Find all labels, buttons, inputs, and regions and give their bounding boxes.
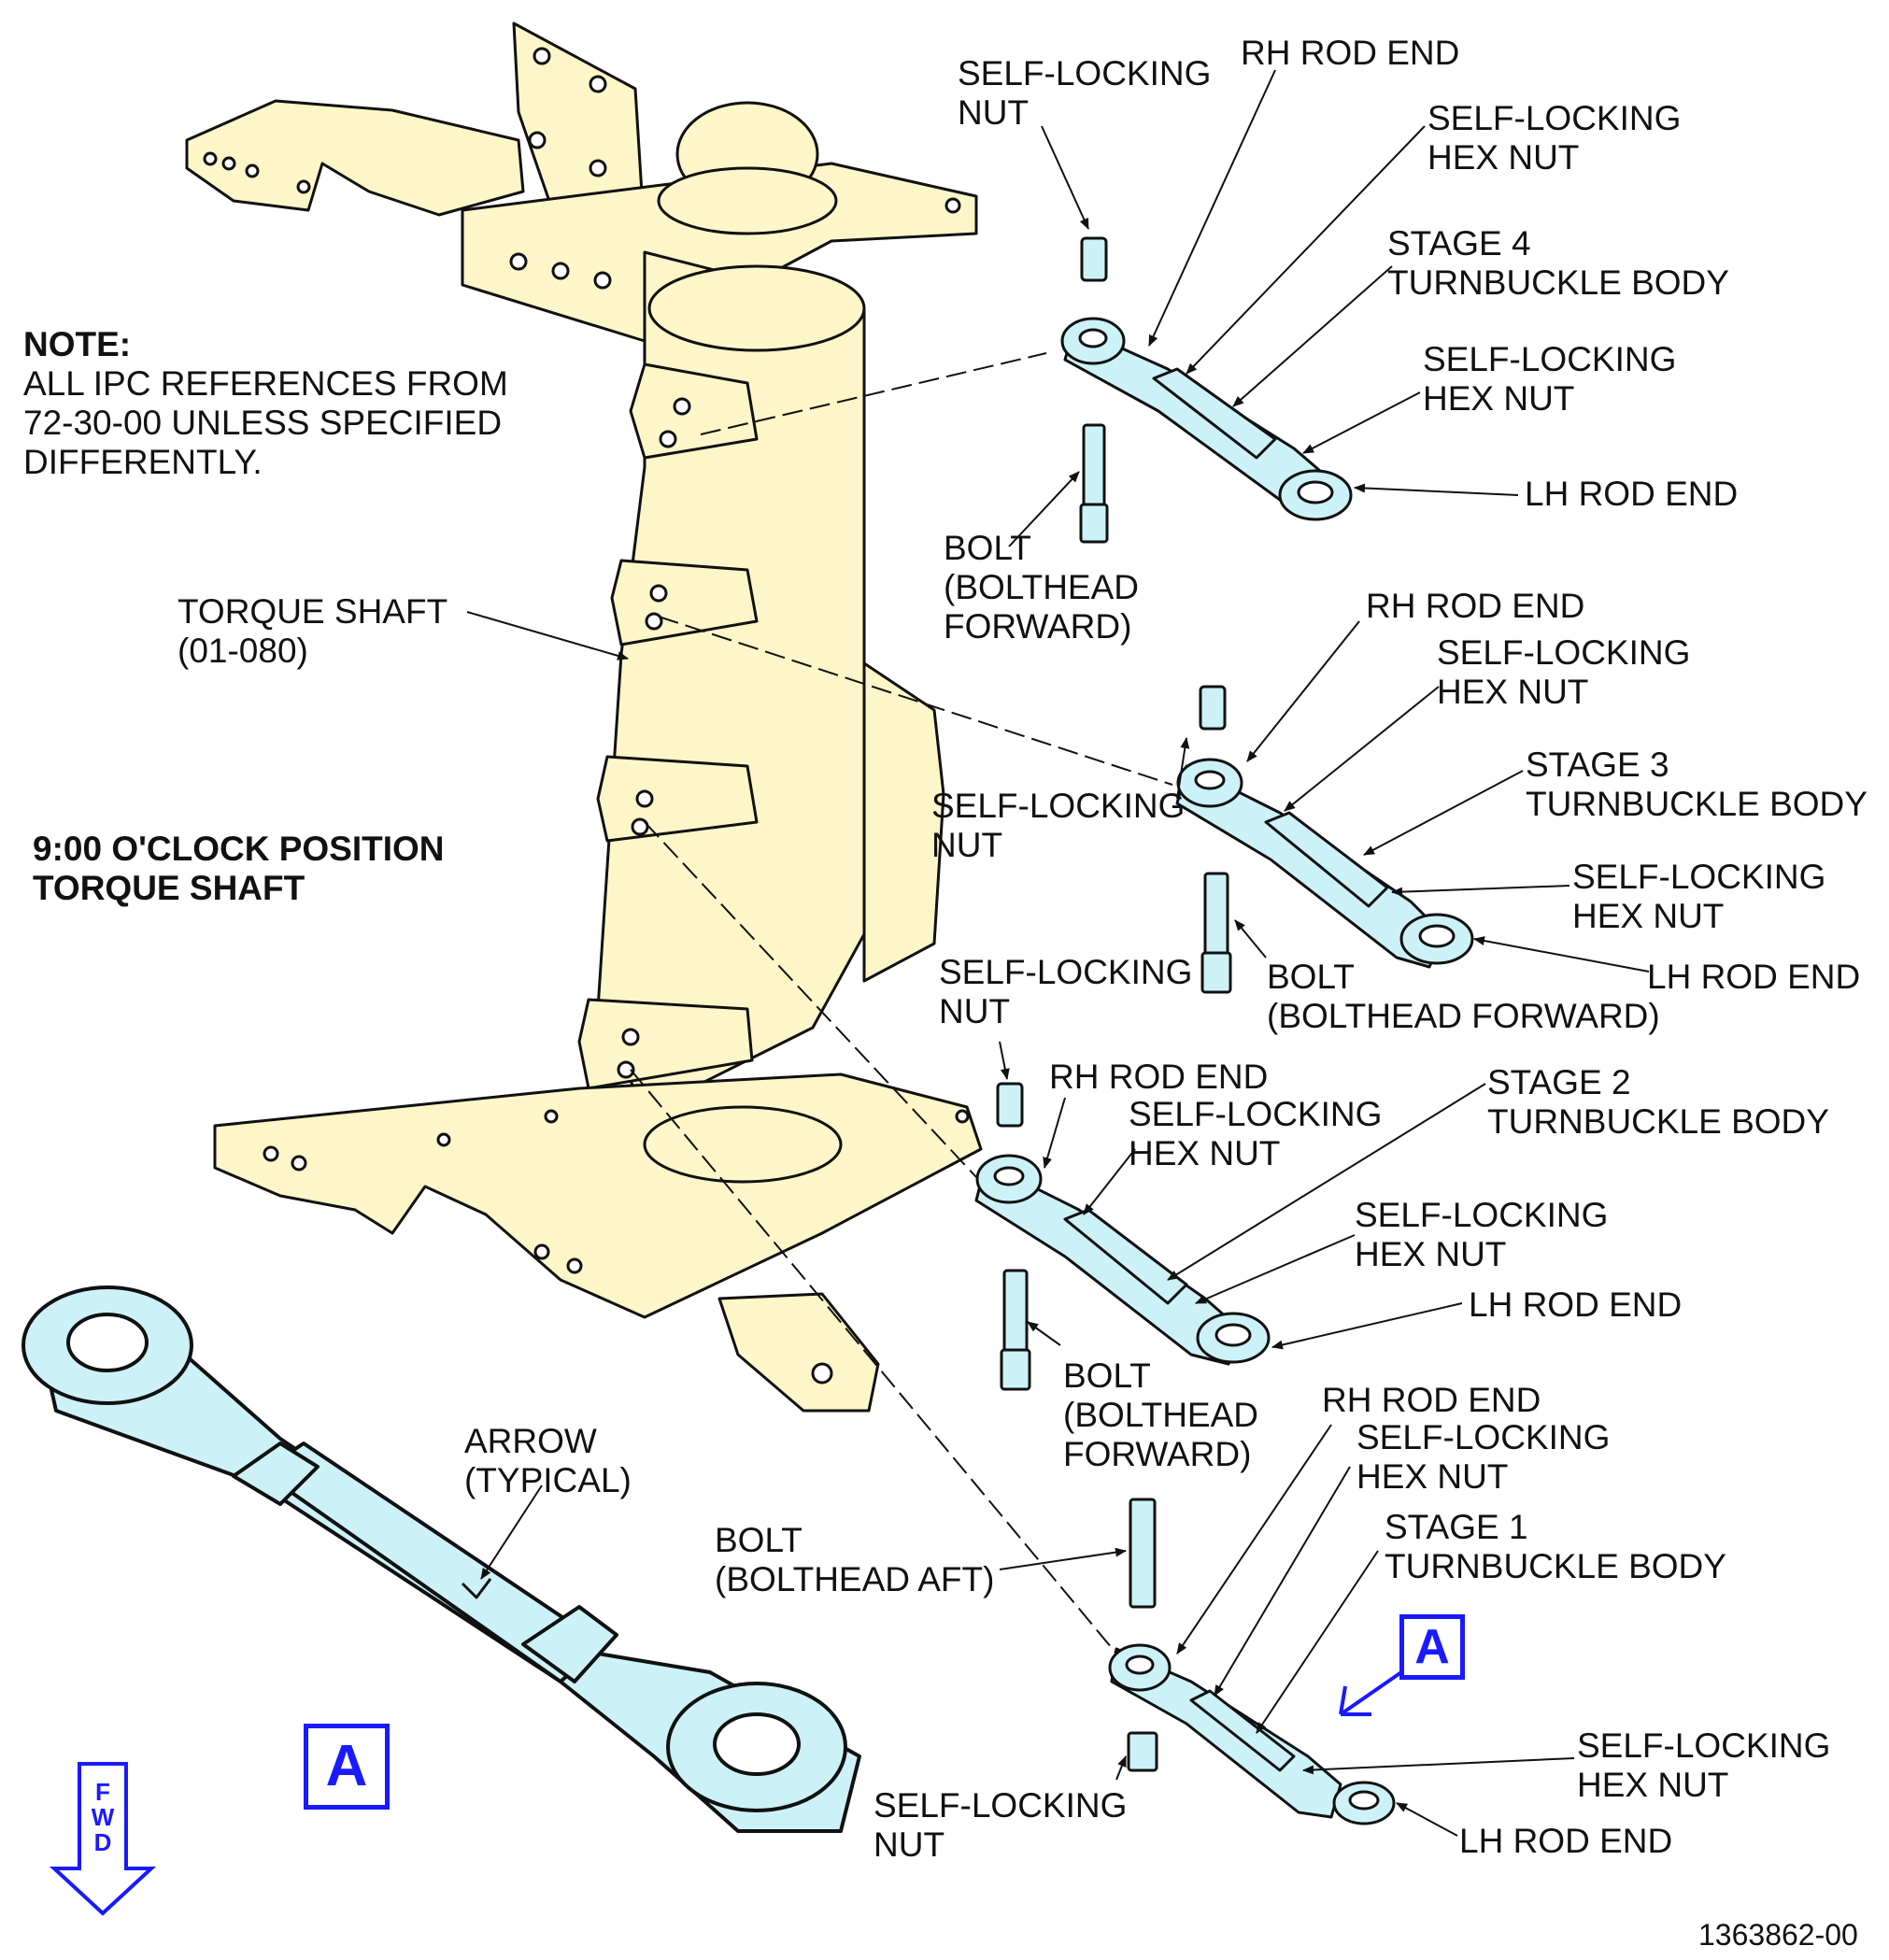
stage4-hex-nut-lh: SELF-LOCKING HEX NUT [1423, 340, 1677, 418]
lug-stage1 [577, 998, 754, 1090]
stage4-bolt: BOLT (BOLTHEAD FORWARD) [944, 529, 1140, 646]
stage4-turnbuckle-assembly [1060, 236, 1353, 544]
note-body: ALL IPC REFERENCES FROM 72-30-00 UNLESS … [23, 364, 508, 481]
upper-left-arm [185, 99, 525, 217]
view-a-callout: A [1399, 1614, 1465, 1680]
stage3-hex-nut-rh: SELF-LOCKING HEX NUT [1437, 633, 1691, 711]
view-a-arrow [1339, 1670, 1403, 1716]
stage2-lh-rod-end: LH ROD END [1469, 1285, 1683, 1324]
fwd-label: F W D [91, 1778, 115, 1856]
stage1-bolt: BOLT (BOLTHEAD AFT) [715, 1521, 995, 1598]
detail-a-rod [21, 1285, 861, 1833]
fwd-arrow-icon [49, 1762, 157, 1916]
lower-hook [717, 1292, 880, 1413]
torque-shaft-label: TORQUE SHAFT (01-080) [178, 592, 448, 670]
rod-assemblies [974, 236, 1474, 1825]
side-bracket [862, 661, 945, 983]
lower-base-plate [213, 1072, 983, 1319]
stage4-hex-nut-rh: SELF-LOCKING HEX NUT [1427, 99, 1682, 177]
stage3-bolt: BOLT (BOLTHEAD FORWARD) [1267, 958, 1660, 1035]
note-title: NOTE: [23, 325, 132, 363]
drawing-number: 1363862-00 [1698, 1918, 1858, 1952]
stage1-rh-rod-end: RH ROD END [1322, 1381, 1541, 1419]
stage4-body: STAGE 4 TURNBUCKLE BODY [1387, 224, 1729, 302]
stage3-lh-rod-end: LH ROD END [1647, 958, 1861, 996]
stage2-self-locking-nut: SELF-LOCKING NUT [939, 953, 1193, 1030]
torque-shaft [185, 21, 983, 1413]
stage1-turnbuckle-assembly [1108, 1498, 1396, 1825]
stage2-bolt: BOLT (BOLTHEAD FORWARD) [1063, 1356, 1259, 1473]
stage3-hex-nut-lh: SELF-LOCKING HEX NUT [1572, 858, 1826, 935]
stage1-hex-nut-rh: SELF-LOCKING HEX NUT [1356, 1418, 1611, 1496]
upper-right-flange [461, 162, 978, 343]
arrow-typical-label: ARROW (TYPICAL) [464, 1422, 632, 1499]
stage3-self-locking-nut: SELF-LOCKING NUT [931, 787, 1186, 864]
stage2-turnbuckle-assembly [974, 1082, 1271, 1391]
stage2-hex-nut-lh: SELF-LOCKING HEX NUT [1355, 1196, 1609, 1273]
stage2-body: STAGE 2 TURNBUCKLE BODY [1487, 1063, 1829, 1141]
stage2-hex-nut-rh: SELF-LOCKING HEX NUT [1129, 1095, 1383, 1172]
stage3-body: STAGE 3 TURNBUCKLE BODY [1526, 746, 1868, 823]
stage4-rh-rod-end: RH ROD END [1241, 34, 1460, 72]
stage2-rh-rod-end: RH ROD END [1049, 1058, 1269, 1096]
leader-lines [466, 69, 1650, 1837]
stage4-lh-rod-end: LH ROD END [1525, 475, 1739, 513]
stage1-hex-nut-lh: SELF-LOCKING HEX NUT [1577, 1726, 1831, 1804]
stage1-self-locking-nut: SELF-LOCKING NUT [873, 1786, 1128, 1864]
stage3-turnbuckle-assembly [1175, 685, 1474, 994]
stage4-self-locking-nut: SELF-LOCKING NUT [958, 54, 1212, 132]
stage1-lh-rod-end: LH ROD END [1459, 1822, 1673, 1860]
detail-a-label: A [304, 1724, 390, 1810]
position-title: 9:00 O'CLOCK POSITION TORQUE SHAFT [33, 830, 445, 907]
stage1-body: STAGE 1 TURNBUCKLE BODY [1385, 1508, 1726, 1585]
dashed-lines [630, 352, 1173, 1655]
stage3-rh-rod-end: RH ROD END [1366, 587, 1585, 625]
